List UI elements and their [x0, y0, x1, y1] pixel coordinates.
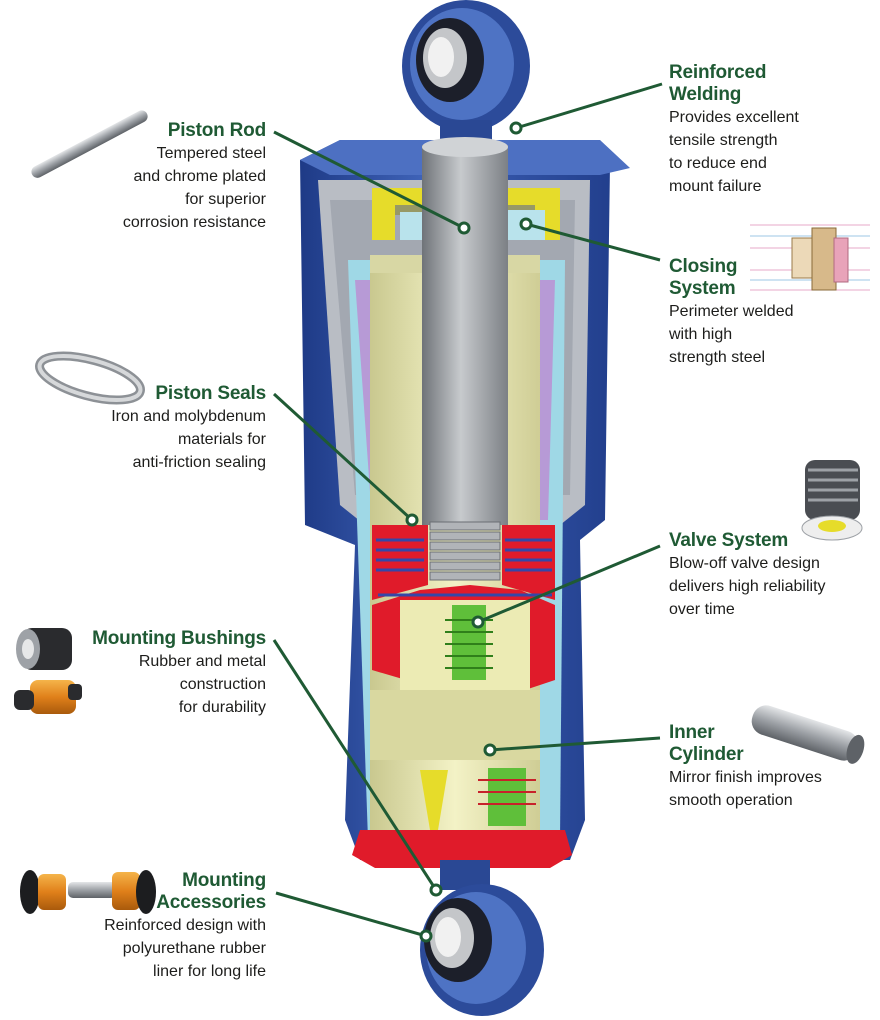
- piston-rod: [422, 137, 508, 581]
- callout-inner-cylinder: Inner Cylinder Mirror finish improves sm…: [669, 722, 874, 812]
- leader-valve-system: [477, 544, 661, 624]
- leader-piston-rod: [273, 130, 465, 230]
- mounting-accessories-title: Mounting Accessories: [156, 870, 266, 913]
- mounting-bushings-title: Mounting Bushings: [92, 628, 266, 649]
- mounting-accessories-desc: Reinforced design with polyurethane rubb…: [104, 917, 266, 980]
- closing-system-desc: Perimeter welded with high strength stee…: [669, 303, 794, 366]
- ring-thumbnail: [35, 351, 145, 405]
- leader-endpoints: [405, 121, 533, 943]
- callout-piston-rod: Piston Rod Tempered steel and chrome pla…: [70, 120, 266, 234]
- callout-mounting-bushings: Mounting Bushings Rubber and metal const…: [60, 628, 266, 719]
- valve-system-title: Valve System: [669, 530, 789, 551]
- callout-closing-system: Closing System Perimeter welded with hig…: [669, 256, 869, 369]
- closing-system-title: Closing System: [669, 256, 738, 299]
- leader-reinforced-welding: [515, 82, 663, 130]
- mounting-bushings-desc: Rubber and metal construction for durabi…: [138, 653, 266, 716]
- leader-lines: [272, 82, 663, 938]
- rod-thumbnail: [31, 110, 148, 178]
- callout-reinforced-welding: Reinforced Welding Provides excellent te…: [669, 62, 869, 198]
- leader-closing-system: [525, 222, 661, 262]
- tube-thumbnail: [751, 705, 865, 764]
- leader-mounting-bushings: [272, 639, 438, 891]
- valve-assembly-thumbnail: [801, 460, 863, 541]
- inner-cylinder-title: Inner Cylinder: [669, 722, 744, 765]
- inner-cylinder-desc: Mirror finish improves smooth operation: [669, 769, 822, 809]
- callout-valve-system: Valve System Blow-off valve design deliv…: [669, 530, 874, 621]
- piston-seals-title: Piston Seals: [155, 383, 266, 404]
- bottom-mount-eye: [420, 860, 544, 1016]
- reinforced-welding-desc: Provides excellent tensile strength to r…: [669, 109, 799, 195]
- base-valve: [352, 690, 572, 868]
- piston-rod-desc: Tempered steel and chrome plated for sup…: [122, 145, 266, 231]
- accessory-kit-thumbnail: [20, 870, 156, 914]
- reinforced-welding-title: Reinforced Welding: [669, 62, 767, 105]
- leader-inner-cylinder: [489, 736, 661, 752]
- bushing-thumbnails: [14, 628, 82, 714]
- piston-seals-desc: Iron and molybdenum materials for anti-f…: [111, 408, 266, 471]
- piston-rod-title: Piston Rod: [167, 120, 266, 141]
- top-mount-eye: [402, 0, 530, 144]
- callout-piston-seals: Piston Seals Iron and molybdenum materia…: [50, 383, 266, 474]
- valve-system: [445, 605, 493, 680]
- leader-mounting-accessories: [275, 891, 427, 938]
- closing-cross-section-thumbnail: [750, 224, 870, 291]
- valve-system-desc: Blow-off valve design delivers high reli…: [669, 555, 826, 618]
- leader-piston-seals: [272, 392, 414, 522]
- callout-mounting-accessories: Mounting Accessories Reinforced design w…: [50, 870, 266, 983]
